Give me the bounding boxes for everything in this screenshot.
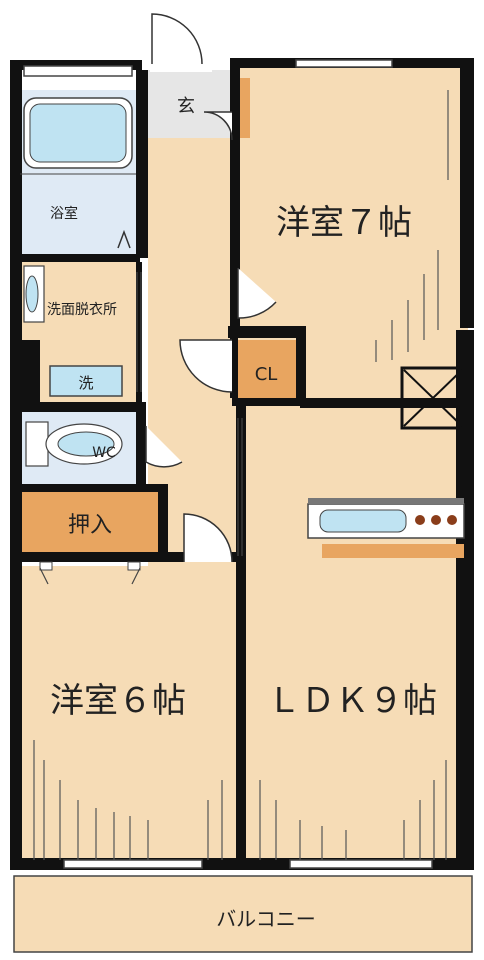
doors: [117, 13, 277, 563]
stove-burner-3: [447, 515, 457, 525]
wall-bedroom7-bottom: [300, 398, 470, 408]
label-toilet: WC: [92, 445, 116, 461]
closet-floor: [236, 340, 296, 402]
sliding-doors: [136, 272, 243, 556]
label-bedroom-7: 洋室７帖: [276, 203, 412, 243]
wall-storage-bottom: [18, 552, 238, 562]
window-bath: [23, 65, 133, 77]
room-labels: 玄 洋室７帖 浴室 洗面脱衣所 洗 CL WC 押入 洋室６帖 ＬＤＫ９帖 バル…: [47, 96, 437, 931]
bedroom-6-floor: [18, 566, 244, 864]
label-storage: 押入: [68, 513, 112, 538]
windows: [23, 59, 433, 869]
wall-bath-bottom: [18, 254, 140, 262]
wall-closet-bottom: [232, 398, 306, 406]
label-entrance: 玄: [177, 96, 195, 117]
kitchen-bar: [322, 544, 464, 558]
wall-bath-right: [136, 70, 148, 258]
entrance-door-swing: [203, 111, 233, 141]
bathtub-inner: [29, 103, 127, 163]
wall-right-upper: [460, 58, 474, 328]
bath-door-mark: [117, 229, 131, 249]
label-ldk: ＬＤＫ９帖: [267, 681, 437, 721]
wall-wc-bottom: [18, 484, 164, 492]
label-balcony: バルコニー: [216, 907, 316, 931]
wall-wash-right: [136, 262, 142, 408]
ldk-floor: [244, 396, 468, 864]
wall-closet-left: [230, 338, 238, 398]
wall-ldk-left: [236, 406, 246, 570]
wall-top-left: [12, 60, 142, 70]
curtain-hatch: [33, 90, 449, 860]
front-door-swing: [151, 13, 203, 65]
stove-burner-2: [431, 515, 441, 525]
storage-floor: [18, 490, 162, 552]
duct-cross-b: [403, 369, 463, 427]
washbasin-bowl: [25, 275, 39, 313]
toilet-door-swing: [145, 426, 183, 468]
label-washroom: 洗面脱衣所: [47, 302, 117, 318]
washer-pan: [49, 365, 123, 397]
bedroom6-door-swing: [183, 513, 233, 563]
wall-wash-bottom: [18, 402, 146, 412]
wall-bedroom6-right: [236, 562, 246, 862]
wall-closet-right: [296, 326, 306, 406]
label-bedroom-6: 洋室６帖: [50, 681, 186, 721]
closet-door-swing: [179, 339, 233, 393]
duct-box: [400, 366, 466, 430]
window-ldk: [289, 859, 433, 869]
wall-closet-top: [228, 326, 306, 338]
wall-bedroom7-left: [230, 58, 240, 328]
stove-burner-1: [415, 515, 425, 525]
balcony-floor: [13, 875, 473, 953]
toilet-tank: [25, 421, 49, 467]
wall-storage-right: [158, 484, 168, 562]
label-closet: CL: [255, 364, 278, 385]
entrance-floor: [148, 70, 232, 138]
kitchen-sink: [319, 509, 407, 533]
wall-wc-right: [136, 408, 146, 490]
label-washer: 洗: [78, 374, 93, 392]
label-bathroom: 浴室: [50, 205, 78, 222]
kitchen-back: [308, 498, 464, 504]
window-bedroom7: [295, 59, 393, 68]
wall-right-lower: [456, 330, 474, 868]
wall-left: [10, 60, 22, 868]
window-bedroom6: [63, 859, 203, 869]
bedroom7-door-swing: [237, 268, 277, 319]
fixtures: [20, 97, 465, 585]
wall-wash-left-post: [18, 340, 40, 402]
